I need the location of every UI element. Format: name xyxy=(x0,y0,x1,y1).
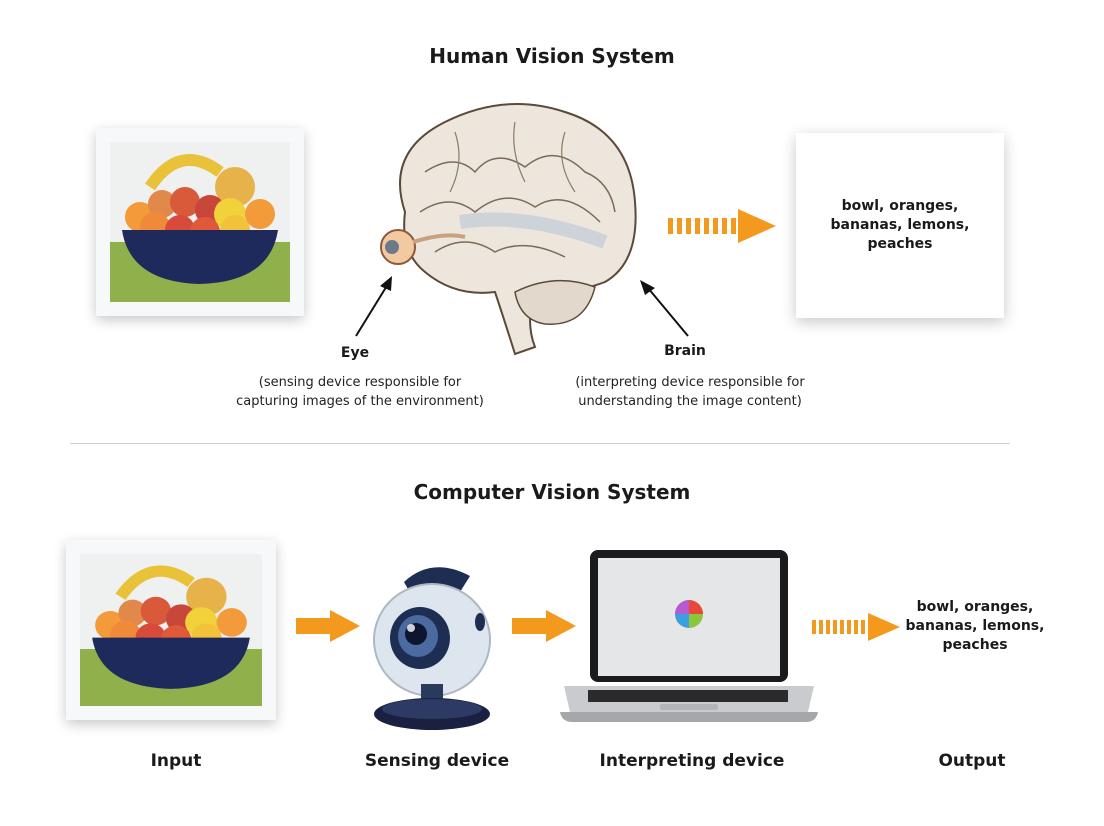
computer-output-arrow-icon xyxy=(812,613,900,641)
input-fruit-bowl-image xyxy=(80,554,262,706)
computer-output-line-1: bowl, oranges, xyxy=(916,599,1034,615)
fruit-bowl-photo xyxy=(96,128,304,316)
eye-description-line-1: (sensing device responsible for xyxy=(258,375,462,390)
input-fruit-bowl-photo xyxy=(66,540,276,720)
computer-output-line-3: peaches xyxy=(942,637,1008,653)
fruit-bowl-image xyxy=(110,142,290,302)
webcam-icon xyxy=(373,567,491,730)
section-divider xyxy=(70,443,1010,444)
eye-description-line-2: capturing images of the environment) xyxy=(236,394,484,409)
interpreting-device-label: Interpreting device xyxy=(599,751,785,771)
brain-label: Brain xyxy=(664,343,706,359)
human-vision-title: Human Vision System xyxy=(429,44,675,68)
human-output-text: bowl, oranges, bananas, lemons, peaches xyxy=(831,197,970,254)
brain-description-line-1: (interpreting device responsible for xyxy=(575,375,805,390)
input-label: Input xyxy=(150,751,202,771)
human-output-line-3: peaches xyxy=(867,236,933,252)
input-to-sensing-arrow-icon xyxy=(296,610,360,642)
human-output-line-1: bowl, oranges, xyxy=(841,198,959,214)
brain-description-line-2: understanding the image content) xyxy=(578,394,802,409)
brain-pointer-arrow xyxy=(640,280,689,337)
sensing-to-interpreting-arrow-icon xyxy=(512,610,576,642)
human-output-line-2: bananas, lemons, xyxy=(830,217,970,233)
output-label: Output xyxy=(938,751,1006,771)
computer-output-line-2: bananas, lemons, xyxy=(905,618,1045,634)
computer-vision-title: Computer Vision System xyxy=(413,480,691,504)
computer-output-text: bowl, oranges, bananas, lemons, peaches xyxy=(904,598,1046,655)
laptop-icon xyxy=(560,550,818,722)
human-output-card: bowl, oranges, bananas, lemons, peaches xyxy=(796,133,1004,318)
eye-pointer-arrow xyxy=(355,276,392,337)
sensing-device-label: Sensing device xyxy=(364,751,510,771)
output-arrow-icon xyxy=(668,209,776,243)
eye-label: Eye xyxy=(340,345,370,361)
brain-illustration xyxy=(380,103,637,356)
